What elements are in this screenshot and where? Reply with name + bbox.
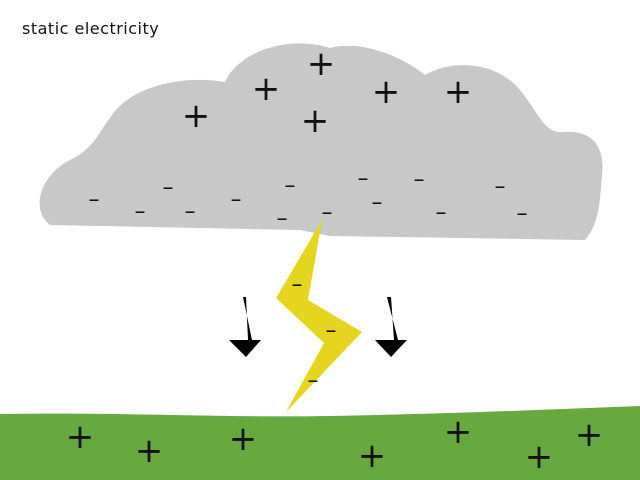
negative-charge: – xyxy=(358,167,369,192)
positive-charge: + xyxy=(229,419,258,459)
negative-charge: – xyxy=(163,176,174,201)
negative-charge: – xyxy=(495,175,506,200)
positive-charge: + xyxy=(575,415,604,455)
lightning-bolt-icon xyxy=(276,220,362,412)
negative-charge: – xyxy=(277,207,288,232)
negative-charge: – xyxy=(308,369,319,394)
diagram-title: static electricity xyxy=(22,19,160,38)
positive-charge: + xyxy=(66,417,95,457)
negative-charge: – xyxy=(436,201,447,226)
negative-charge: – xyxy=(231,188,242,213)
negative-charge: – xyxy=(414,168,425,193)
positive-charge: + xyxy=(358,436,387,476)
positive-charge: + xyxy=(307,44,336,84)
negative-charge: – xyxy=(135,200,146,225)
negative-charge: – xyxy=(89,188,100,213)
positive-charge: + xyxy=(135,431,164,471)
negative-charge: – xyxy=(326,319,337,344)
ground-shape xyxy=(0,406,640,480)
negative-charge: – xyxy=(517,202,528,227)
positive-charge: + xyxy=(525,437,554,477)
cloud-shape xyxy=(39,43,603,240)
down-arrow-right-icon xyxy=(375,297,407,357)
positive-charge: + xyxy=(252,69,281,109)
positive-charge: + xyxy=(372,72,401,112)
negative-charge: – xyxy=(185,200,196,225)
positive-charge: + xyxy=(444,72,473,112)
down-arrow-left-icon xyxy=(229,297,261,357)
positive-charge: + xyxy=(301,101,330,141)
positive-charge: + xyxy=(444,412,473,452)
negative-charge: – xyxy=(322,201,333,226)
negative-charge: – xyxy=(292,273,303,298)
negative-charge: – xyxy=(372,191,383,216)
positive-charge: + xyxy=(182,96,211,136)
negative-charge: – xyxy=(285,174,296,199)
